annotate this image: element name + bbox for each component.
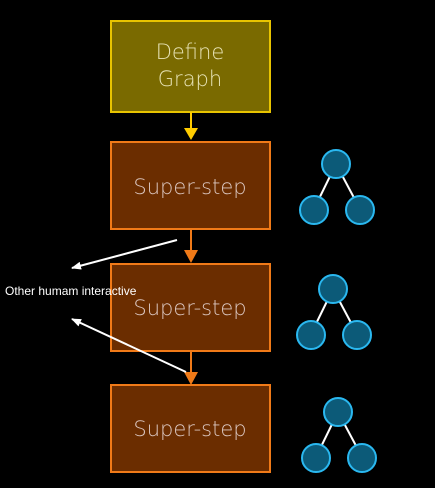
tree-graph-icon	[301, 397, 377, 473]
tree-graph-icon	[296, 274, 372, 350]
define-graph-node: Define Graph	[110, 20, 271, 113]
super-step-node-1: Super-step	[110, 141, 271, 230]
tree-graph-icon	[299, 149, 375, 225]
define-graph-box	[110, 20, 271, 113]
super-step-box-2	[110, 263, 271, 352]
super-step-label-2: Super-step	[133, 296, 246, 320]
define-graph-label-line1: Define	[156, 40, 225, 64]
super-step-box-3	[110, 384, 271, 473]
super-step-node-3: Super-step	[110, 384, 271, 473]
super-step-box-1	[110, 141, 271, 230]
connector-step2-to-step3	[184, 351, 198, 385]
annotation-arrow-out	[71, 239, 178, 270]
super-step-label-3: Super-step	[133, 417, 246, 441]
super-step-label-1: Super-step	[133, 175, 246, 199]
connector-step1-to-step2	[184, 229, 198, 263]
arrowhead-orange	[184, 250, 198, 263]
annotation-arrow-in	[71, 318, 187, 373]
arrowhead-orange	[184, 372, 198, 385]
super-step-node-2: Super-step	[110, 263, 271, 352]
define-graph-label-line2: Graph	[158, 67, 222, 91]
arrowhead-yellow	[184, 128, 198, 140]
human-interaction-arrows	[71, 239, 187, 373]
connector-define-to-step1	[184, 112, 198, 140]
annotation-label: Other humam interactive	[5, 284, 137, 298]
